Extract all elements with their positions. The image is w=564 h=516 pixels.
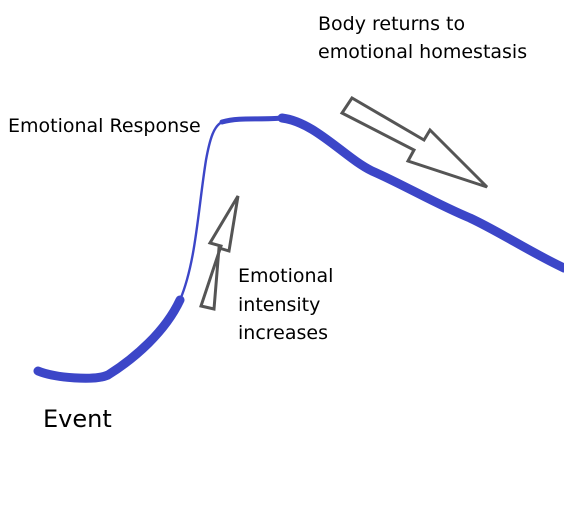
response-curve-peak [219, 115, 285, 125]
arrow-down-right-icon [339, 95, 489, 189]
arrow-up-icon [199, 195, 240, 311]
emotional-response-label: Emotional Response [8, 115, 201, 137]
response-curve-decline [277, 113, 564, 273]
homeostasis-label: Body returns to emotional homestasis [318, 13, 528, 63]
intensity-label: Emotional intensity increases [238, 265, 334, 344]
response-curve-rise [178, 120, 224, 302]
response-curve-start [33, 295, 185, 383]
event-label: Event [43, 405, 112, 433]
